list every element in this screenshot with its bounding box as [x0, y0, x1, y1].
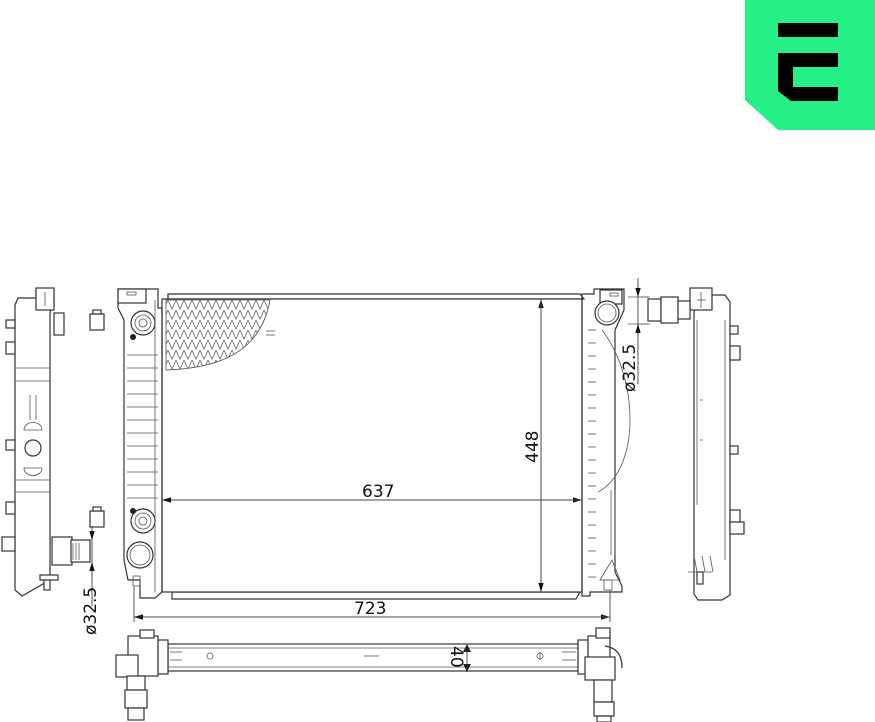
right-side-view: [641, 287, 745, 601]
dimension-core-height: 448: [523, 431, 543, 463]
clip-bottom: [89, 510, 105, 528]
logo-e-bottom: [778, 53, 838, 101]
clip-top: [89, 313, 105, 331]
dimension-outlet-diameter: ø32.5: [81, 587, 101, 635]
brand-logo: [745, 0, 875, 130]
bottom-view: 40: [115, 627, 623, 722]
dimension-depth: 40: [446, 646, 466, 668]
dimension-inlet-diameter: ø32.5: [620, 344, 640, 392]
front-view: 637 448 723 ø32.5: [117, 278, 650, 622]
dimension-overall-width: 723: [354, 599, 386, 619]
logo-e-top-bar: [778, 23, 838, 37]
dimension-core-width: 637: [362, 482, 394, 502]
left-side-view: ø32.5: [1, 287, 105, 635]
